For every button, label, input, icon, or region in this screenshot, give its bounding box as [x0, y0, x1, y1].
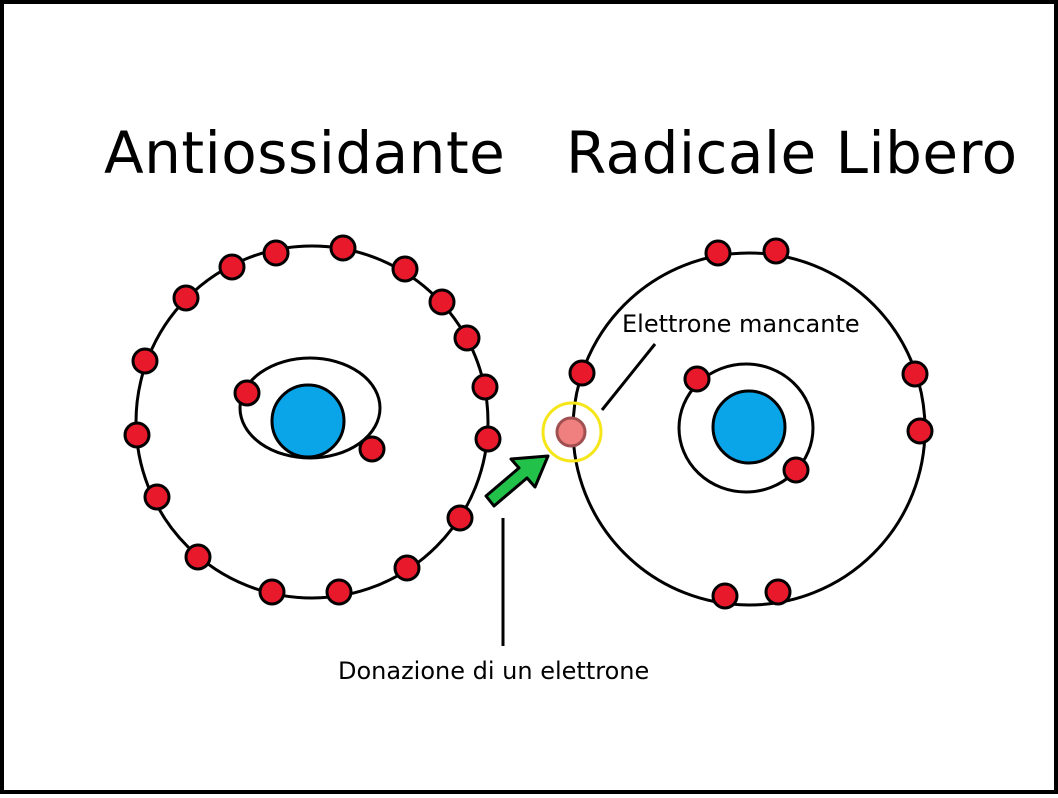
- free-radical-inner-electron: [685, 367, 709, 391]
- antioxidant-atom: [125, 236, 500, 604]
- antioxidant-outer-electron: [448, 506, 472, 530]
- antioxidant-outer-electron: [395, 556, 419, 580]
- antioxidant-outer-electron: [133, 349, 157, 373]
- antioxidant-outer-electron: [476, 427, 500, 451]
- free-radical-outer-electron: [908, 419, 932, 443]
- missing-electron-label: Elettrone mancante: [622, 312, 860, 336]
- antioxidant-outer-electron: [220, 255, 244, 279]
- antioxidant-outer-electron: [145, 485, 169, 509]
- antioxidant-title: Antiossidante: [104, 124, 505, 182]
- antioxidant-nucleus: [272, 385, 344, 457]
- free-radical-outer-electron: [713, 584, 737, 608]
- antioxidant-inner-electron: [235, 381, 259, 405]
- donation-arrow: [486, 456, 548, 506]
- antioxidant-outer-electron: [455, 326, 479, 350]
- antioxidant-outer-electron: [473, 375, 497, 399]
- antioxidant-outer-electron: [260, 580, 284, 604]
- free-radical-atom: [543, 239, 932, 608]
- free-radical-outer-electron: [764, 239, 788, 263]
- antioxidant-outer-electron: [186, 545, 210, 569]
- free-radical-outer-electron: [766, 580, 790, 604]
- antioxidant-inner-electron: [360, 437, 384, 461]
- antioxidant-outer-electron: [393, 257, 417, 281]
- antioxidant-outer-electron: [264, 241, 288, 265]
- antioxidant-outer-electron: [327, 580, 351, 604]
- free-radical-outer-electron: [570, 361, 594, 385]
- free-radical-outer-electron: [903, 362, 927, 386]
- electron-donation-label: Donazione di un elettrone: [338, 659, 649, 683]
- free-radical-title: Radicale Libero: [566, 124, 1018, 182]
- antioxidant-outer-electron: [174, 286, 198, 310]
- antioxidant-outer-electron: [331, 236, 355, 260]
- antioxidant-outer-electron: [125, 423, 149, 447]
- missing-electron: [557, 418, 585, 446]
- free-radical-nucleus: [713, 391, 785, 463]
- free-radical-outer-electron: [706, 241, 730, 265]
- antioxidant-outer-electron: [430, 290, 454, 314]
- free-radical-inner-electron: [784, 458, 808, 482]
- missing-electron-leader-line: [602, 344, 655, 410]
